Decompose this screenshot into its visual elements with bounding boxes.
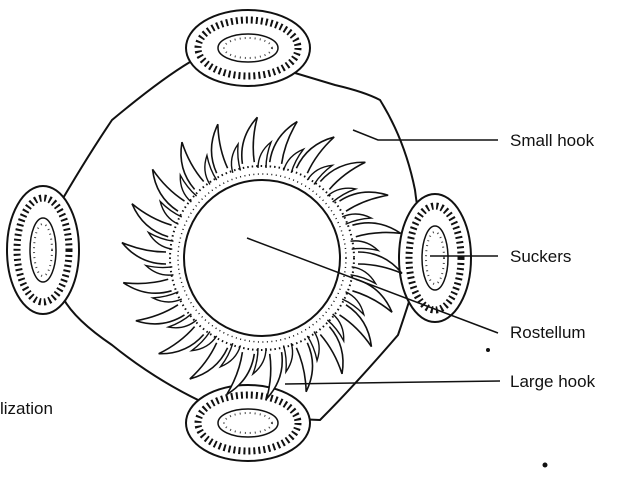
label-small-hook: Small hook — [510, 131, 595, 150]
small-hook — [253, 348, 266, 374]
sucker-right — [399, 194, 471, 322]
rostellum — [184, 180, 340, 336]
sucker-top — [186, 10, 310, 86]
small-hook — [258, 142, 271, 168]
leader-small-hook — [353, 130, 498, 140]
leader-large-hook — [285, 381, 500, 384]
label-suckers: Suckers — [510, 247, 571, 266]
large-hook — [122, 243, 166, 264]
small-hook — [284, 343, 293, 372]
sucker-left — [7, 186, 79, 314]
large-hook — [136, 305, 185, 324]
label-rostellum: Rostellum — [510, 323, 586, 342]
label-partial-left: lization — [0, 399, 53, 418]
label-large-hook: Large hook — [510, 372, 596, 391]
large-hook — [123, 279, 171, 293]
small-hook — [351, 267, 376, 284]
speck — [486, 348, 490, 352]
large-hook — [340, 192, 389, 211]
small-hook — [351, 241, 379, 251]
large-hook — [242, 117, 258, 164]
large-hook — [358, 252, 402, 273]
sucker-bottom — [186, 385, 310, 461]
large-hook — [211, 124, 227, 173]
small-hook — [146, 266, 174, 276]
large-hook — [352, 223, 400, 237]
speck — [543, 463, 548, 468]
small-hook — [148, 232, 173, 249]
